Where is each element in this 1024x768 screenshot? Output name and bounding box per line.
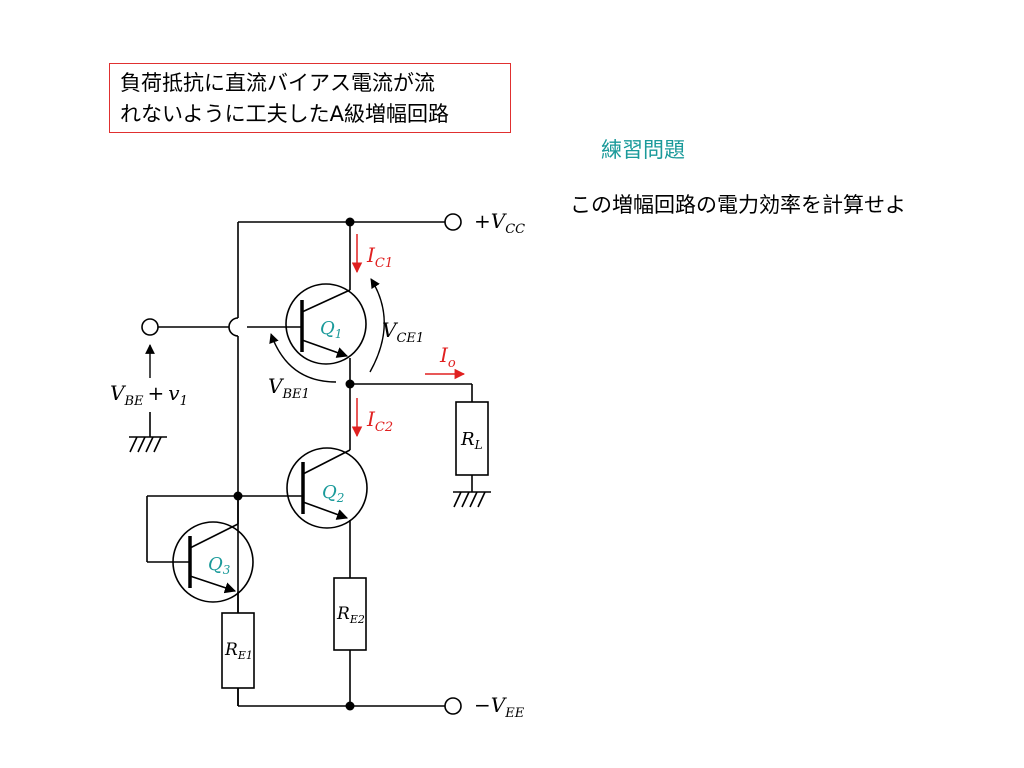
resistors: [221, 401, 489, 689]
wires: [146, 221, 473, 707]
input-terminal: [141, 318, 159, 336]
ic2-label: IC2: [366, 407, 393, 435]
transistor-q3: [172, 496, 254, 603]
re2-label: RE2: [336, 604, 365, 626]
input-ground: [129, 436, 167, 453]
wire-crossover-hop: [228, 317, 239, 337]
exercise-question: この増幅回路の電力効率を計算せよ: [570, 193, 906, 217]
input-voltage-label: VBE+v1: [110, 381, 188, 409]
resistor-rl: [455, 401, 489, 476]
transistor-q1: [285, 283, 367, 365]
vcc-label: +VCC: [474, 209, 525, 237]
ground-symbols: [129, 436, 491, 508]
resistor-re2: [333, 577, 367, 651]
circuit-title-box: 負荷抵抗に直流バイアス電流が流 れないように工夫したA級増幅回路: [109, 63, 511, 133]
title-line-2: れないように工夫したA級増幅回路: [120, 102, 449, 126]
exercise-title: 練習問題: [601, 138, 685, 162]
junction-dots: [233, 217, 355, 711]
re1-label: RE1: [224, 640, 253, 662]
vce1-arrow: [369, 278, 385, 373]
vbe1-arrow: [269, 333, 337, 383]
q3-label: Q3: [208, 554, 231, 577]
rl-label: RL: [460, 429, 483, 452]
q2-label: Q2: [322, 482, 344, 505]
vbe1-label: VBE1: [268, 374, 310, 402]
title-line-1: 負荷抵抗に直流バイアス電流が流: [120, 71, 435, 95]
io-label: Io: [439, 343, 456, 371]
terminals: [141, 213, 462, 715]
vcc-terminal: [444, 213, 462, 231]
resistor-re1: [221, 612, 255, 689]
vee-terminal: [444, 697, 462, 715]
ic1-label: IC1: [366, 243, 393, 271]
vce1-label: VCE1: [382, 318, 424, 346]
transistor-q2: [286, 447, 368, 529]
rl-ground: [453, 491, 491, 508]
vee-label: −VEE: [474, 693, 525, 721]
q1-label: Q1: [320, 318, 342, 341]
